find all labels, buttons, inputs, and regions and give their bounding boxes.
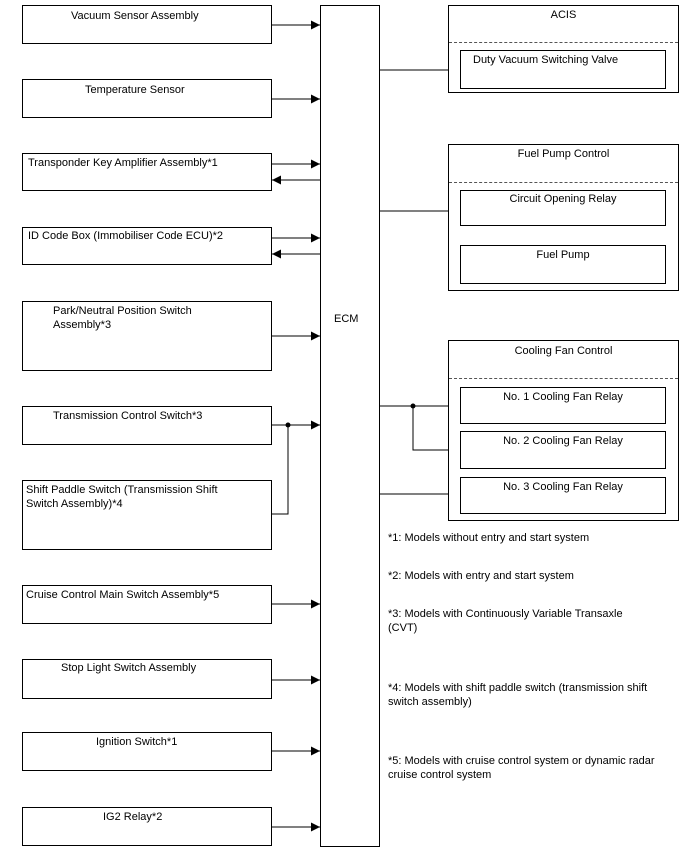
fuel-pump-label: Fuel Pump — [536, 249, 590, 261]
vacuum-sensor-label: Vacuum Sensor Assembly — [71, 10, 199, 22]
transponder-label: Transponder Key Amplifier Assembly*1 — [28, 157, 218, 169]
vacuum-sensor-box: Vacuum Sensor Assembly — [22, 5, 272, 44]
wire-shift-paddle — [272, 425, 289, 515]
park-neutral-box: Park/Neutral Position Switch Assembly*3 — [22, 301, 272, 371]
transponder-box: Transponder Key Amplifier Assembly*1 — [22, 153, 272, 191]
ignition-switch-label: Ignition Switch*1 — [96, 736, 178, 748]
id-code-box: ID Code Box (Immobiliser Code ECU)*2 — [22, 227, 272, 265]
stop-light-box: Stop Light Switch Assembly — [22, 659, 272, 699]
cooling-fan-divider — [449, 378, 678, 379]
footnote-4: *4: Models with shift paddle switch (tra… — [388, 682, 648, 708]
acis-title: ACIS — [550, 9, 577, 21]
cooling-fan-relay-1-label: No. 1 Cooling Fan Relay — [503, 391, 623, 403]
temperature-sensor-label: Temperature Sensor — [85, 84, 185, 96]
shift-paddle-box: Shift Paddle Switch (Transmission Shift … — [22, 480, 272, 550]
acis-divider — [449, 42, 678, 43]
cooling-fan-relay-3-label: No. 3 Cooling Fan Relay — [503, 481, 623, 493]
cooling-fan-title: Cooling Fan Control — [514, 345, 613, 357]
circuit-opening-relay-box: Circuit Opening Relay — [460, 190, 666, 226]
duty-vsv-box: Duty Vacuum Switching Valve — [460, 50, 666, 89]
cooling-fan-relay-2-label: No. 2 Cooling Fan Relay — [503, 435, 623, 447]
ig2-relay-box: IG2 Relay*2 — [22, 807, 272, 846]
fuel-pump-title: Fuel Pump Control — [517, 148, 610, 160]
footnote-3: *3: Models with Continuously Variable Tr… — [388, 608, 623, 634]
junction-dot — [410, 403, 416, 409]
transmission-control-label: Transmission Control Switch*3 — [53, 410, 203, 422]
cooling-fan-relay-3-box: No. 3 Cooling Fan Relay — [460, 477, 666, 514]
shift-paddle-label: Shift Paddle Switch (Transmission Shift … — [26, 484, 218, 510]
cruise-control-label: Cruise Control Main Switch Assembly*5 — [26, 589, 220, 601]
stop-light-label: Stop Light Switch Assembly — [61, 662, 197, 674]
id-code-box-label: ID Code Box (Immobiliser Code ECU)*2 — [28, 230, 224, 242]
cruise-control-box: Cruise Control Main Switch Assembly*5 — [22, 585, 272, 624]
temperature-sensor-box: Temperature Sensor — [22, 79, 272, 118]
circuit-opening-relay-label: Circuit Opening Relay — [509, 193, 617, 205]
ignition-switch-box: Ignition Switch*1 — [22, 732, 272, 771]
cooling-fan-relay-1-box: No. 1 Cooling Fan Relay — [460, 387, 666, 424]
fuel-pump-box: Fuel Pump — [460, 245, 666, 284]
junction-dot — [285, 422, 291, 428]
duty-vsv-label: Duty Vacuum Switching Valve — [473, 54, 619, 66]
wire-fan-2 — [412, 406, 460, 455]
park-neutral-label: Park/Neutral Position Switch Assembly*3 — [53, 305, 192, 331]
footnote-2: *2: Models with entry and start system — [388, 570, 574, 582]
ecm-label: ECM — [334, 313, 359, 325]
ecm-box: ECM — [320, 5, 380, 847]
footnote-5: *5: Models with cruise control system or… — [388, 755, 655, 781]
fuel-pump-divider — [449, 182, 678, 183]
cooling-fan-relay-2-box: No. 2 Cooling Fan Relay — [460, 431, 666, 469]
footnote-1: *1: Models without entry and start syste… — [388, 532, 590, 544]
transmission-control-box: Transmission Control Switch*3 — [22, 406, 272, 445]
ig2-relay-label: IG2 Relay*2 — [103, 811, 163, 823]
